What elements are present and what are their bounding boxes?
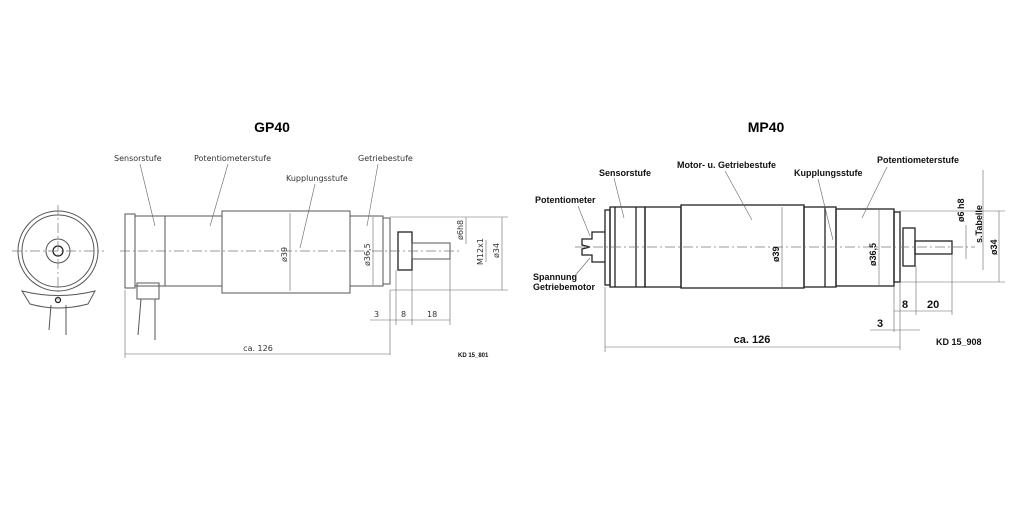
mp40-label-spannung: Spannung bbox=[533, 272, 577, 282]
mp40-dim-total: ca. 126 bbox=[734, 334, 771, 346]
gp40-side-view bbox=[120, 210, 460, 340]
mp40-drawing: MP40 Potentiometer Sensorstufe Motor- u.… bbox=[533, 119, 1005, 352]
mp40-label-potentiometer: Potentiometer bbox=[535, 195, 596, 205]
gp40-end-view bbox=[12, 205, 104, 335]
gp40-dim-d34: ø34 bbox=[492, 243, 501, 258]
gp40-dim-d365: ø36,5 bbox=[363, 243, 372, 266]
mp40-drawing-code: KD 15_908 bbox=[936, 337, 982, 347]
mp40-dim-d365: ø36,5 bbox=[868, 243, 878, 266]
mp40-dim-d6: ø6 h8 bbox=[956, 198, 966, 222]
mp40-label-sensorstufe: Sensorstufe bbox=[599, 168, 651, 178]
mp40-label-kupplungsstufe: Kupplungsstufe bbox=[794, 168, 863, 178]
gp40-drawing-code: KD 15_801 bbox=[458, 353, 489, 359]
gp40-dim-m12: M12x1 bbox=[476, 238, 485, 265]
gp40-label-getriebestufe: Getriebestufe bbox=[358, 154, 413, 163]
mp40-dim-d39: ø39 bbox=[771, 246, 781, 262]
gp40-dim-3: 3 bbox=[374, 310, 379, 319]
gp40-label-potentiometerstufe: Potentiometerstufe bbox=[194, 154, 271, 163]
gp40-dim-total: ca. 126 bbox=[243, 344, 273, 353]
gp40-drawing: GP40 Sensorstufe bbox=[12, 119, 508, 359]
mp40-title: MP40 bbox=[748, 119, 785, 135]
mp40-dim-3: 3 bbox=[877, 318, 883, 330]
mp40-dim-d34: ø34 bbox=[989, 239, 999, 255]
gp40-label-sensorstufe: Sensorstufe bbox=[114, 154, 162, 163]
gp40-dim-8: 8 bbox=[401, 310, 406, 319]
gp40-label-kupplungsstufe: Kupplungsstufe bbox=[286, 174, 348, 183]
mp40-dim-table: s.Tabelle bbox=[974, 205, 984, 243]
mp40-dim-20: 20 bbox=[927, 299, 939, 311]
mp40-label-potentiometerstufe: Potentiometerstufe bbox=[877, 155, 959, 165]
gp40-dim-d6: ø6h8 bbox=[456, 220, 465, 240]
mp40-label-motor-getriebestufe: Motor- u. Getriebestufe bbox=[677, 160, 776, 170]
mp40-side-view bbox=[575, 204, 975, 289]
gp40-title: GP40 bbox=[254, 119, 290, 135]
mp40-dim-8: 8 bbox=[902, 299, 908, 311]
gp40-dim-18: 18 bbox=[427, 310, 437, 319]
mp40-label-getriebemotor: Getriebemotor bbox=[533, 282, 596, 292]
gp40-dim-d39: ø39 bbox=[280, 247, 289, 262]
